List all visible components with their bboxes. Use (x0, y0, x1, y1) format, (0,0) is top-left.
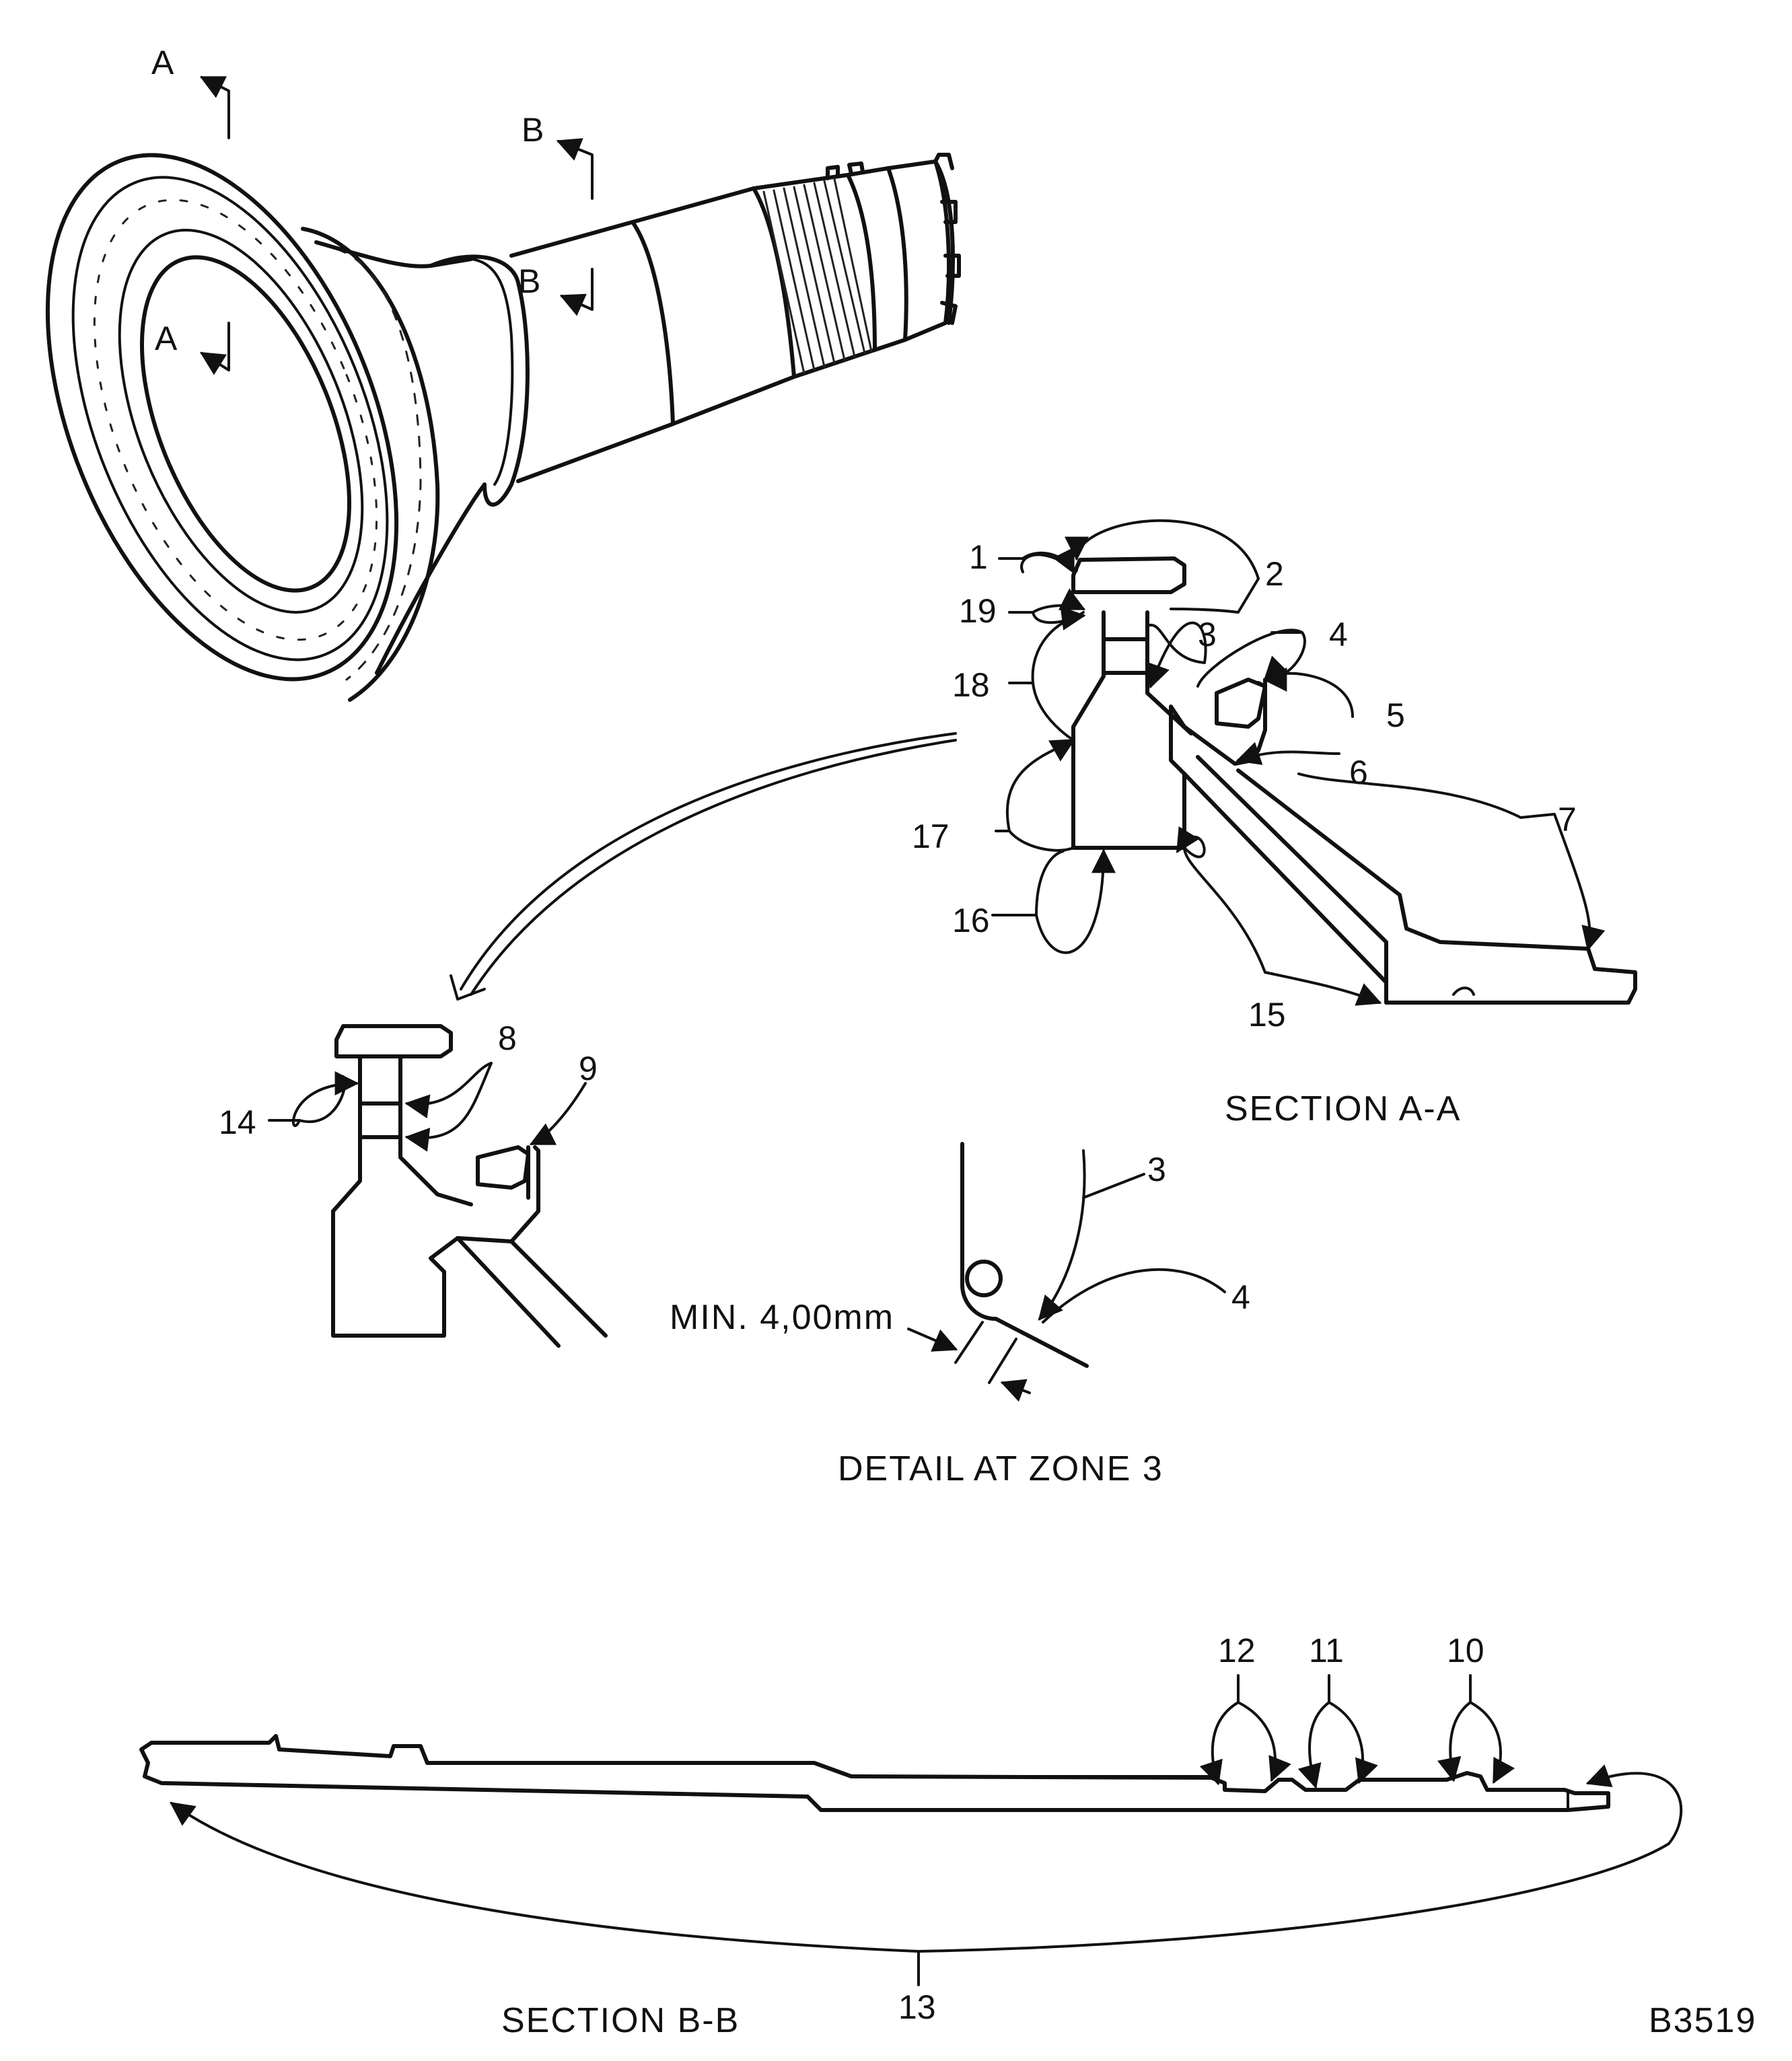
flange-bore (139, 255, 352, 593)
detail-callout-3: 3 (1147, 1151, 1166, 1188)
section-aa-profile (1071, 556, 1637, 1005)
pointer-arrow (460, 732, 957, 996)
shaft-bottom-edge (516, 422, 675, 483)
caption-section-aa: SECTION A-A (1225, 1089, 1461, 1128)
flange-outer-rim (45, 153, 399, 682)
shaft-upper-2 (631, 186, 756, 224)
spline-lines (762, 178, 873, 375)
flange-rim-2 (71, 176, 389, 661)
marker-b-inner: B (518, 262, 540, 300)
detail-zone3 (907, 1142, 1226, 1402)
callout-16: 16 (952, 902, 990, 939)
caption-section-bb: SECTION B-B (501, 2001, 740, 2040)
caption-detail-zone3: DETAIL AT ZONE 3 (838, 1449, 1163, 1488)
section-cut-b-top: B (522, 111, 594, 200)
callout-10: 10 (1447, 1632, 1484, 1669)
marker-a-inner: A (155, 320, 178, 357)
callout-7: 7 (1558, 801, 1577, 838)
spline-section (752, 173, 877, 379)
end-ring-2 (886, 159, 951, 342)
detail-2-leaders (268, 1062, 587, 1152)
detail-callout-4: 4 (1231, 1278, 1250, 1316)
marker-b-top: B (522, 111, 544, 149)
cone-upper (314, 240, 473, 268)
callout-17: 17 (912, 818, 949, 855)
figure-id: B3519 (1649, 2001, 1756, 2040)
rear-flange-teeth (335, 248, 422, 681)
callout-14: 14 (219, 1104, 256, 1141)
callout-19: 19 (959, 592, 997, 630)
section-bb-profile (139, 1734, 1610, 1812)
shaft-lower-2 (671, 375, 796, 426)
pointer-arrowhead (450, 974, 486, 1001)
callout-15: 15 (1248, 996, 1286, 1034)
section-aa-leaders (991, 519, 1606, 1006)
shaft-section-1 (631, 220, 675, 426)
section-cut-b-inner: B (518, 262, 594, 316)
section-bb-leaders (170, 1674, 1683, 1986)
flange-bolt-circle (93, 198, 378, 641)
shaft-isometric (45, 153, 961, 702)
end-ring-1 (846, 166, 908, 352)
marker-a-top: A (151, 44, 174, 81)
callout-4: 4 (1329, 616, 1348, 653)
dimension-label: MIN. 4,00mm (670, 1298, 894, 1337)
callout-1: 1 (969, 538, 988, 576)
section-cut-a-inner: A (155, 320, 230, 375)
callout-5: 5 (1386, 696, 1405, 734)
rear-flange-edge (301, 227, 440, 702)
shaft-top-edge (509, 220, 635, 258)
callout-12: 12 (1218, 1632, 1256, 1669)
callout-18: 18 (952, 666, 990, 704)
callout-3: 3 (1198, 616, 1217, 653)
cone-lower (375, 482, 487, 675)
callout-6: 6 (1349, 754, 1368, 791)
collar (429, 254, 530, 507)
callout-9: 9 (579, 1050, 598, 1087)
callout-8: 8 (498, 1019, 517, 1057)
callout-11: 11 (1309, 1632, 1344, 1669)
detail-profile-2 (331, 1024, 608, 1348)
callout-13: 13 (898, 1988, 936, 2026)
callout-2: 2 (1265, 555, 1284, 593)
collar-ring (470, 258, 514, 486)
section-cut-a-top: A (151, 44, 230, 139)
flange-inner-rim (118, 229, 364, 614)
castellated-end (826, 153, 961, 325)
